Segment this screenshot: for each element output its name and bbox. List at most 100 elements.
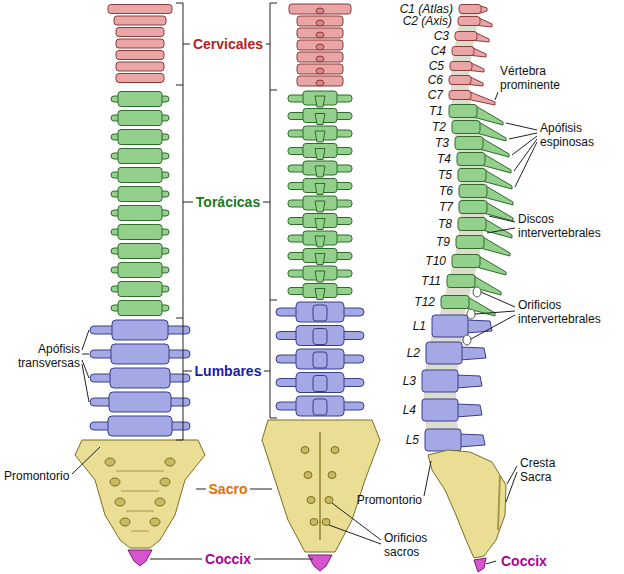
thoracic-vertebra: [118, 282, 162, 297]
spinous-process: [315, 114, 325, 125]
vertebra-label: T11: [421, 275, 441, 288]
spinous-process: [459, 434, 485, 447]
spinous-process: [316, 68, 324, 74]
vertebral-body: [449, 91, 471, 100]
coccyx: [128, 550, 152, 566]
leader-line: [475, 311, 515, 314]
intervertebral-foramen: [467, 309, 475, 319]
vertebra-label: L2: [407, 347, 420, 360]
cervical-vertebra: [297, 16, 343, 26]
vertebral-body: [457, 153, 485, 166]
spinous-process: [316, 20, 324, 26]
spinous-process: [315, 184, 325, 195]
vertebra-label: C3: [434, 30, 449, 43]
vertebral-body: [455, 137, 483, 150]
lumbar-vertebra: [112, 320, 168, 340]
spinous-process: [469, 92, 495, 106]
sacral-ridge: [121, 491, 159, 492]
coccyx: [308, 555, 332, 571]
sacral-ridge: [126, 511, 154, 512]
thoracic-vertebra: [118, 130, 162, 145]
lumbar-vertebra: [296, 373, 344, 393]
vertebral-body: [422, 370, 458, 392]
leader-line: [332, 503, 381, 540]
vertebra-label: T4: [437, 153, 451, 166]
vertebral-body: [449, 105, 477, 118]
thoracic-vertebra: [118, 244, 162, 259]
spinous-process: [315, 166, 325, 177]
part-label: Cresta Sacra: [520, 456, 572, 484]
leader-line: [495, 92, 498, 100]
vertebra-label: T12: [414, 296, 435, 309]
vertebra-label: T9: [436, 236, 450, 249]
sacral-foramen: [301, 447, 309, 454]
spinous-process: [482, 237, 510, 257]
sacral-foramen: [160, 478, 170, 486]
spinous-process: [315, 236, 325, 247]
vertebra-label: L1: [413, 320, 426, 333]
leader-line: [329, 525, 381, 544]
vertebral-body: [452, 121, 480, 134]
region-label: Coccix: [498, 553, 550, 569]
part-label: Discos intervertebrales: [518, 212, 618, 240]
vertebral-body: [459, 5, 481, 14]
thoracic-vertebra: [118, 149, 162, 164]
thoracic-vertebra: [118, 187, 162, 202]
sacral-ridge: [116, 471, 164, 472]
thoracic-vertebra: [118, 263, 162, 278]
sacral-foramen: [115, 498, 125, 506]
sacral-foramen: [331, 447, 339, 454]
cervical-vertebra: [297, 76, 343, 86]
sacral-foramen: [120, 518, 130, 526]
vertebra-label: T7: [439, 201, 453, 214]
spinous-process: [315, 201, 325, 212]
bracket-tick: [176, 3, 183, 4]
part-label: Apófisis espinosas: [540, 121, 612, 149]
vertebra-label: L3: [403, 375, 416, 388]
leader-line: [486, 561, 496, 564]
spinous-process: [315, 96, 325, 107]
cervical-vertebra: [108, 5, 172, 14]
sacrum: [75, 440, 205, 548]
leader-line: [82, 364, 89, 402]
sacral-foramen: [155, 498, 165, 506]
leader-line: [82, 354, 89, 355]
sacral-foramen: [325, 497, 333, 504]
bracket-tick: [270, 418, 277, 419]
spinous-process: [316, 8, 324, 14]
lumbar-vertebra: [296, 302, 344, 322]
region-label: Sacro: [206, 481, 251, 497]
vertebral-body: [450, 62, 472, 71]
spinous-process: [316, 80, 324, 86]
vertebra-label: T1: [429, 105, 443, 118]
spinous-process: [478, 256, 506, 276]
sacral-ridge: [131, 531, 149, 532]
sacral-foramen: [310, 519, 318, 526]
intervertebral-foramen: [473, 287, 481, 297]
vertebra-label: T6: [439, 185, 453, 198]
leader-line: [487, 228, 515, 233]
vertebral-body: [425, 429, 461, 451]
spinous-process: [315, 289, 325, 300]
cervical-vertebra: [297, 40, 343, 50]
bracket-tick: [270, 3, 277, 4]
spinous-process: [485, 186, 513, 206]
vertebral-body: [426, 342, 462, 364]
vertebral-body: [456, 236, 484, 249]
spinous-process: [315, 131, 325, 142]
bracket-tick: [176, 85, 183, 86]
thoracic-vertebra: [118, 111, 162, 126]
sacral-foramen: [328, 472, 336, 479]
sacral-foramen: [307, 497, 315, 504]
spinous-process: [313, 305, 327, 321]
spinous-process: [483, 154, 511, 174]
vertebra-label: C4: [431, 45, 446, 58]
sacral-foramen: [165, 458, 175, 466]
spinous-process: [313, 329, 327, 345]
leader-line: [82, 330, 89, 350]
vertebra-label: T3: [435, 137, 449, 150]
vertebral-body: [452, 47, 474, 56]
leader-line: [506, 123, 537, 130]
leader-line: [481, 292, 515, 307]
